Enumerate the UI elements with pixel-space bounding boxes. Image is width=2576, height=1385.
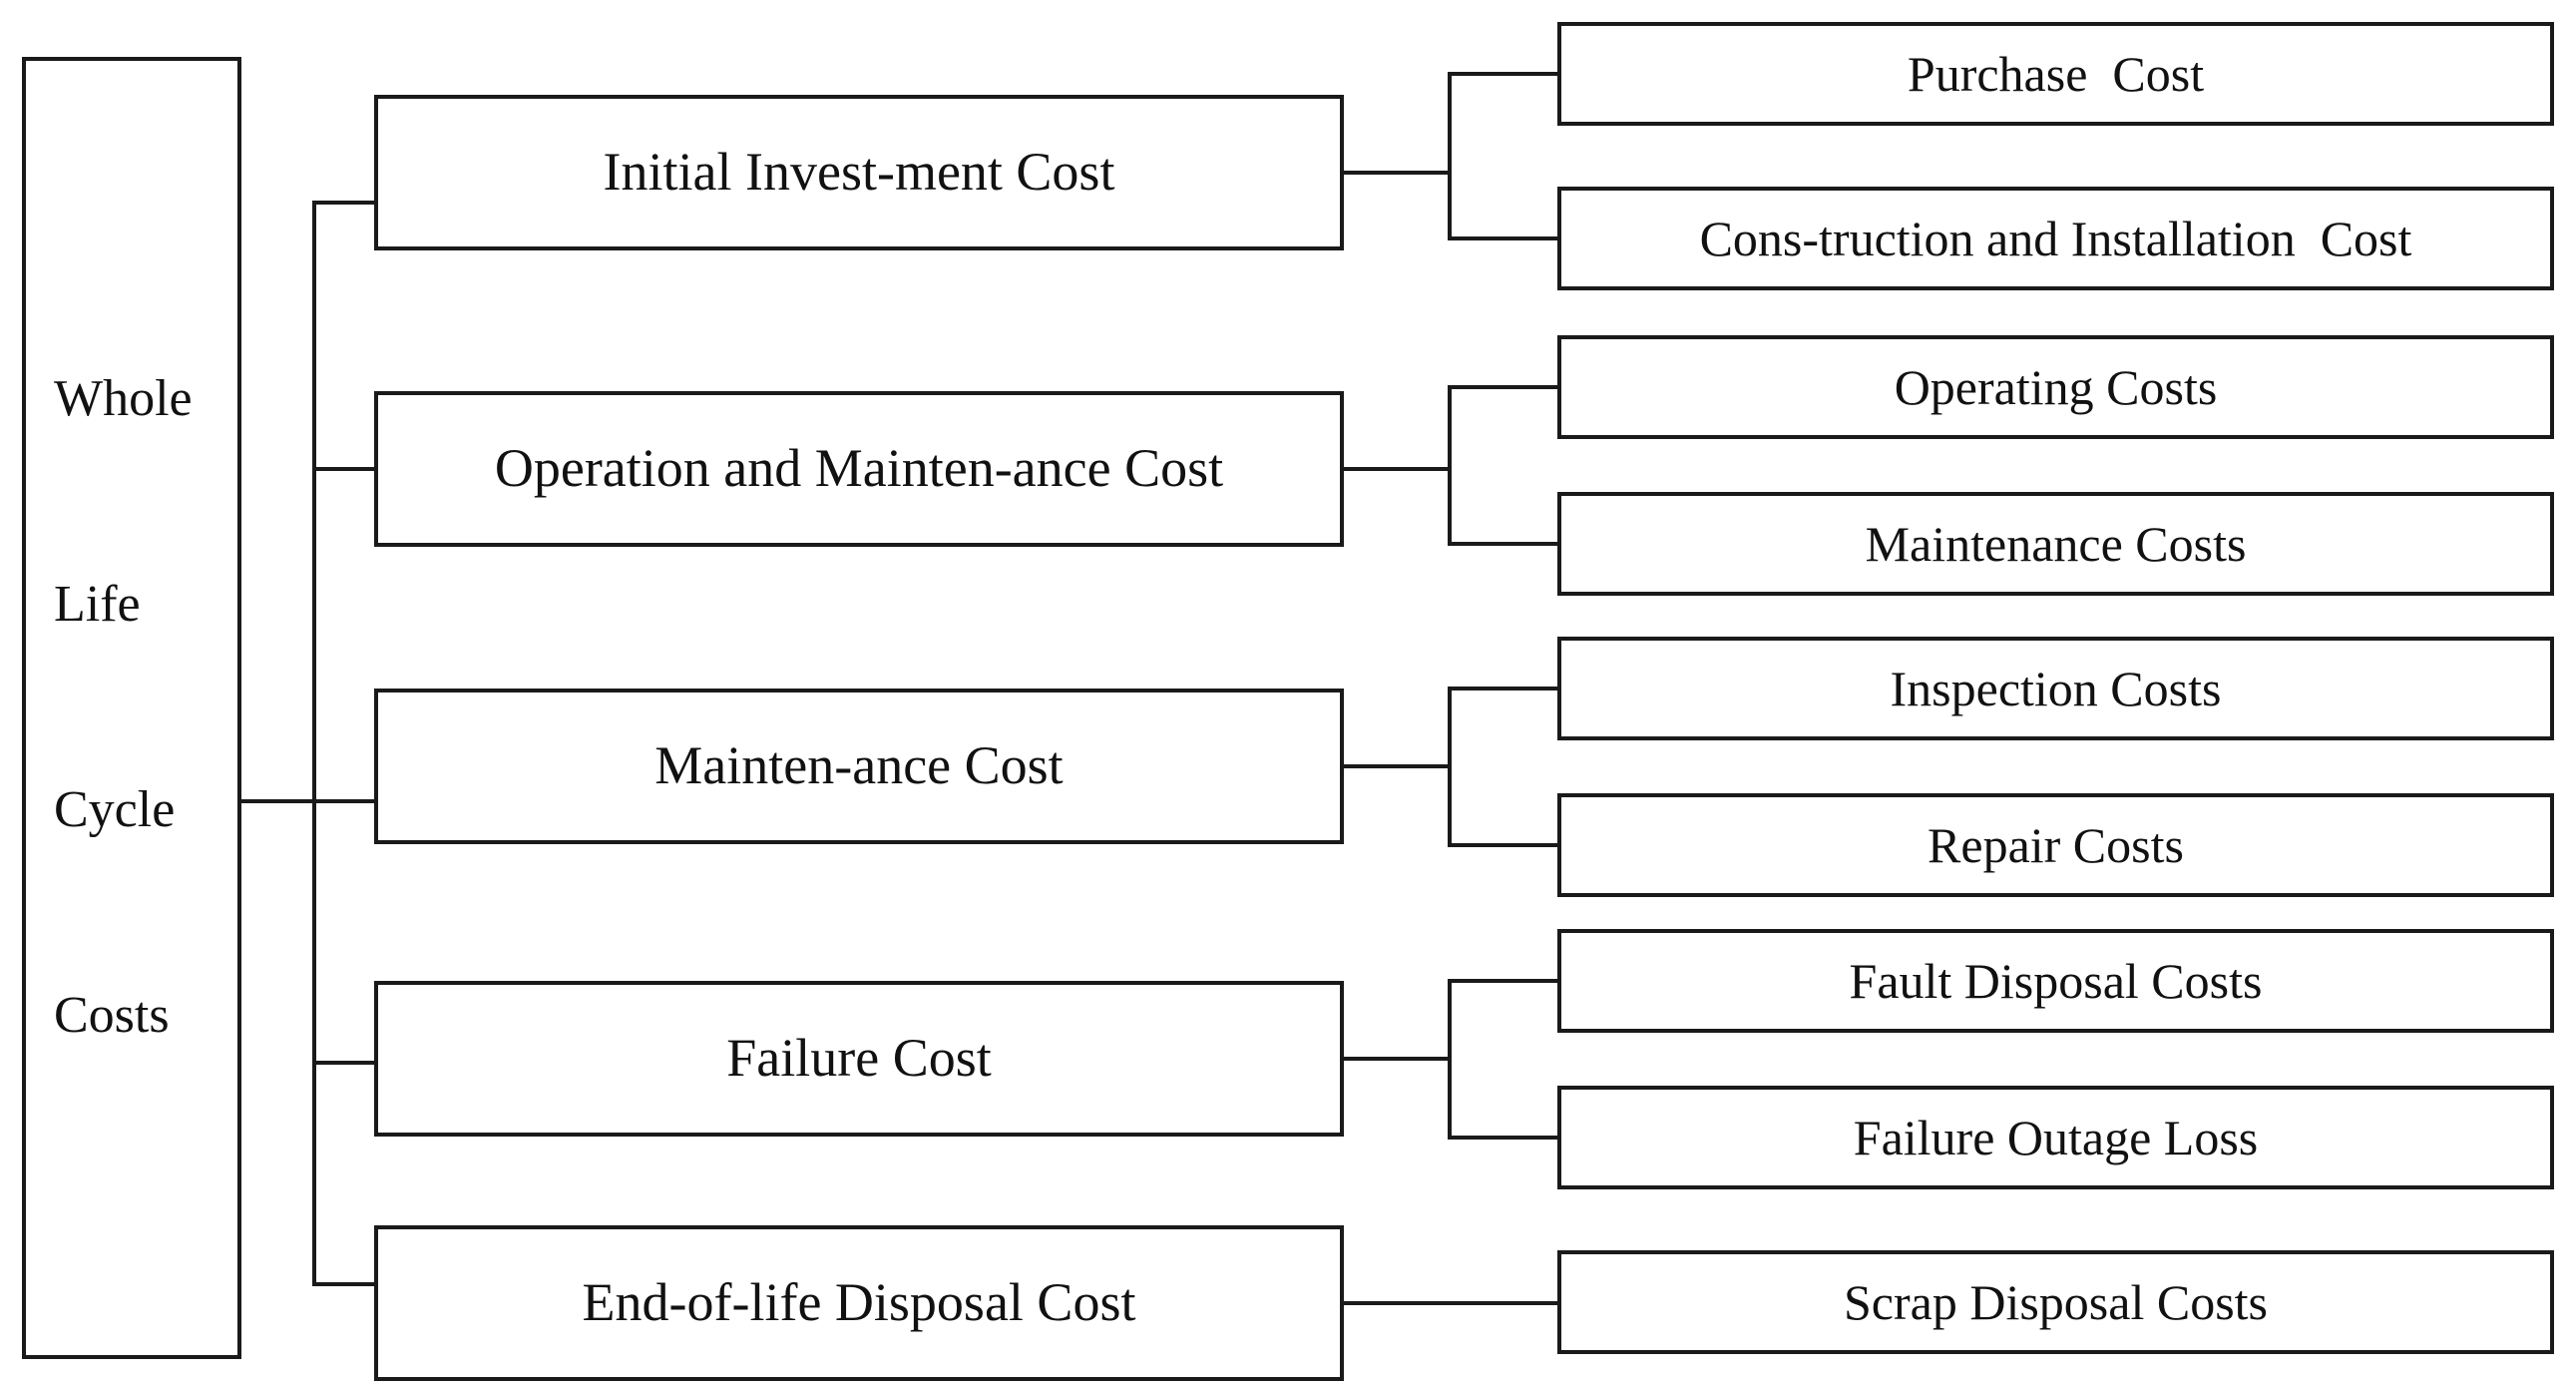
leaf-label: Inspection Costs <box>1890 660 2222 716</box>
connector-branch4-vertical <box>1448 981 1452 1140</box>
leaf-label: Maintenance Costs <box>1865 515 2247 572</box>
connector-branch2-to-leaf2 <box>1448 542 1561 546</box>
connector-root-stem <box>237 799 317 803</box>
connector-trunk-vertical <box>312 203 316 1286</box>
connector-branch1-to-leaf2 <box>1448 236 1561 240</box>
connector-trunk-to-branch-1 <box>312 201 376 205</box>
connector-branch3-vertical <box>1448 689 1452 847</box>
connector-branch5-to-leaf1 <box>1342 1301 1561 1305</box>
branch-label: End-of-life Disposal Cost <box>582 1272 1136 1333</box>
connector-branch1-stem <box>1342 171 1452 175</box>
branch-label: Mainten-ance Cost <box>654 735 1064 796</box>
leaf-label: Operating Costs <box>1894 358 2218 415</box>
node-branch-end-of-life-disposal-cost: End-of-life Disposal Cost <box>374 1225 1344 1381</box>
root-label-line-3: Cycle <box>54 781 176 839</box>
node-leaf-fault-disposal-costs: Fault Disposal Costs <box>1557 929 2554 1033</box>
root-label-line-4: Costs <box>54 987 170 1044</box>
connector-trunk-to-branch-5 <box>312 1282 376 1286</box>
connector-branch4-stem <box>1342 1057 1452 1061</box>
root-label-line-1: Whole <box>54 370 193 428</box>
connector-trunk-to-branch-2 <box>312 467 376 471</box>
leaf-label: Fault Disposal Costs <box>1849 952 2263 1009</box>
branch-label: Initial Invest-ment Cost <box>603 142 1115 203</box>
connector-branch1-vertical <box>1448 74 1452 240</box>
node-branch-initial-investment-cost: Initial Invest-ment Cost <box>374 95 1344 250</box>
leaf-label: Repair Costs <box>1928 816 2184 873</box>
root-label-line-2: Life <box>54 576 141 634</box>
branch-label: Failure Cost <box>726 1028 992 1089</box>
node-leaf-failure-outage-loss: Failure Outage Loss <box>1557 1086 2554 1189</box>
connector-trunk-to-branch-3 <box>312 799 376 803</box>
root-label-lines: Whole Life Cycle Costs <box>54 229 193 1187</box>
node-root-whole-life-cycle-costs: Whole Life Cycle Costs <box>22 57 241 1359</box>
branch-label: Operation and Mainten-ance Cost <box>494 438 1224 499</box>
node-branch-maintenance-cost: Mainten-ance Cost <box>374 689 1344 844</box>
connector-branch3-stem <box>1342 764 1452 768</box>
node-leaf-repair-costs: Repair Costs <box>1557 793 2554 897</box>
connector-branch2-to-leaf1 <box>1448 385 1561 389</box>
node-leaf-inspection-costs: Inspection Costs <box>1557 637 2554 740</box>
node-leaf-construction-and-installation-cost: Cons-truction and Installation Cost <box>1557 187 2554 290</box>
connector-branch4-to-leaf1 <box>1448 979 1561 983</box>
node-branch-failure-cost: Failure Cost <box>374 981 1344 1137</box>
connector-branch3-to-leaf2 <box>1448 843 1561 847</box>
connector-trunk-to-branch-4 <box>312 1061 376 1065</box>
node-leaf-operating-costs: Operating Costs <box>1557 335 2554 439</box>
connector-branch4-to-leaf2 <box>1448 1136 1561 1140</box>
leaf-label: Cons-truction and Installation Cost <box>1699 210 2412 266</box>
node-leaf-purchase-cost: Purchase Cost <box>1557 22 2554 126</box>
node-leaf-scrap-disposal-costs: Scrap Disposal Costs <box>1557 1250 2554 1354</box>
leaf-label: Purchase Cost <box>1907 45 2205 102</box>
connector-branch3-to-leaf1 <box>1448 687 1561 691</box>
node-leaf-maintenance-costs: Maintenance Costs <box>1557 492 2554 596</box>
node-branch-operation-and-maintenance-cost: Operation and Mainten-ance Cost <box>374 391 1344 547</box>
connector-branch2-vertical <box>1448 387 1452 546</box>
connector-branch2-stem <box>1342 467 1452 471</box>
connector-branch1-to-leaf1 <box>1448 72 1561 76</box>
leaf-label: Scrap Disposal Costs <box>1844 1273 2268 1330</box>
leaf-label: Failure Outage Loss <box>1853 1109 2259 1165</box>
